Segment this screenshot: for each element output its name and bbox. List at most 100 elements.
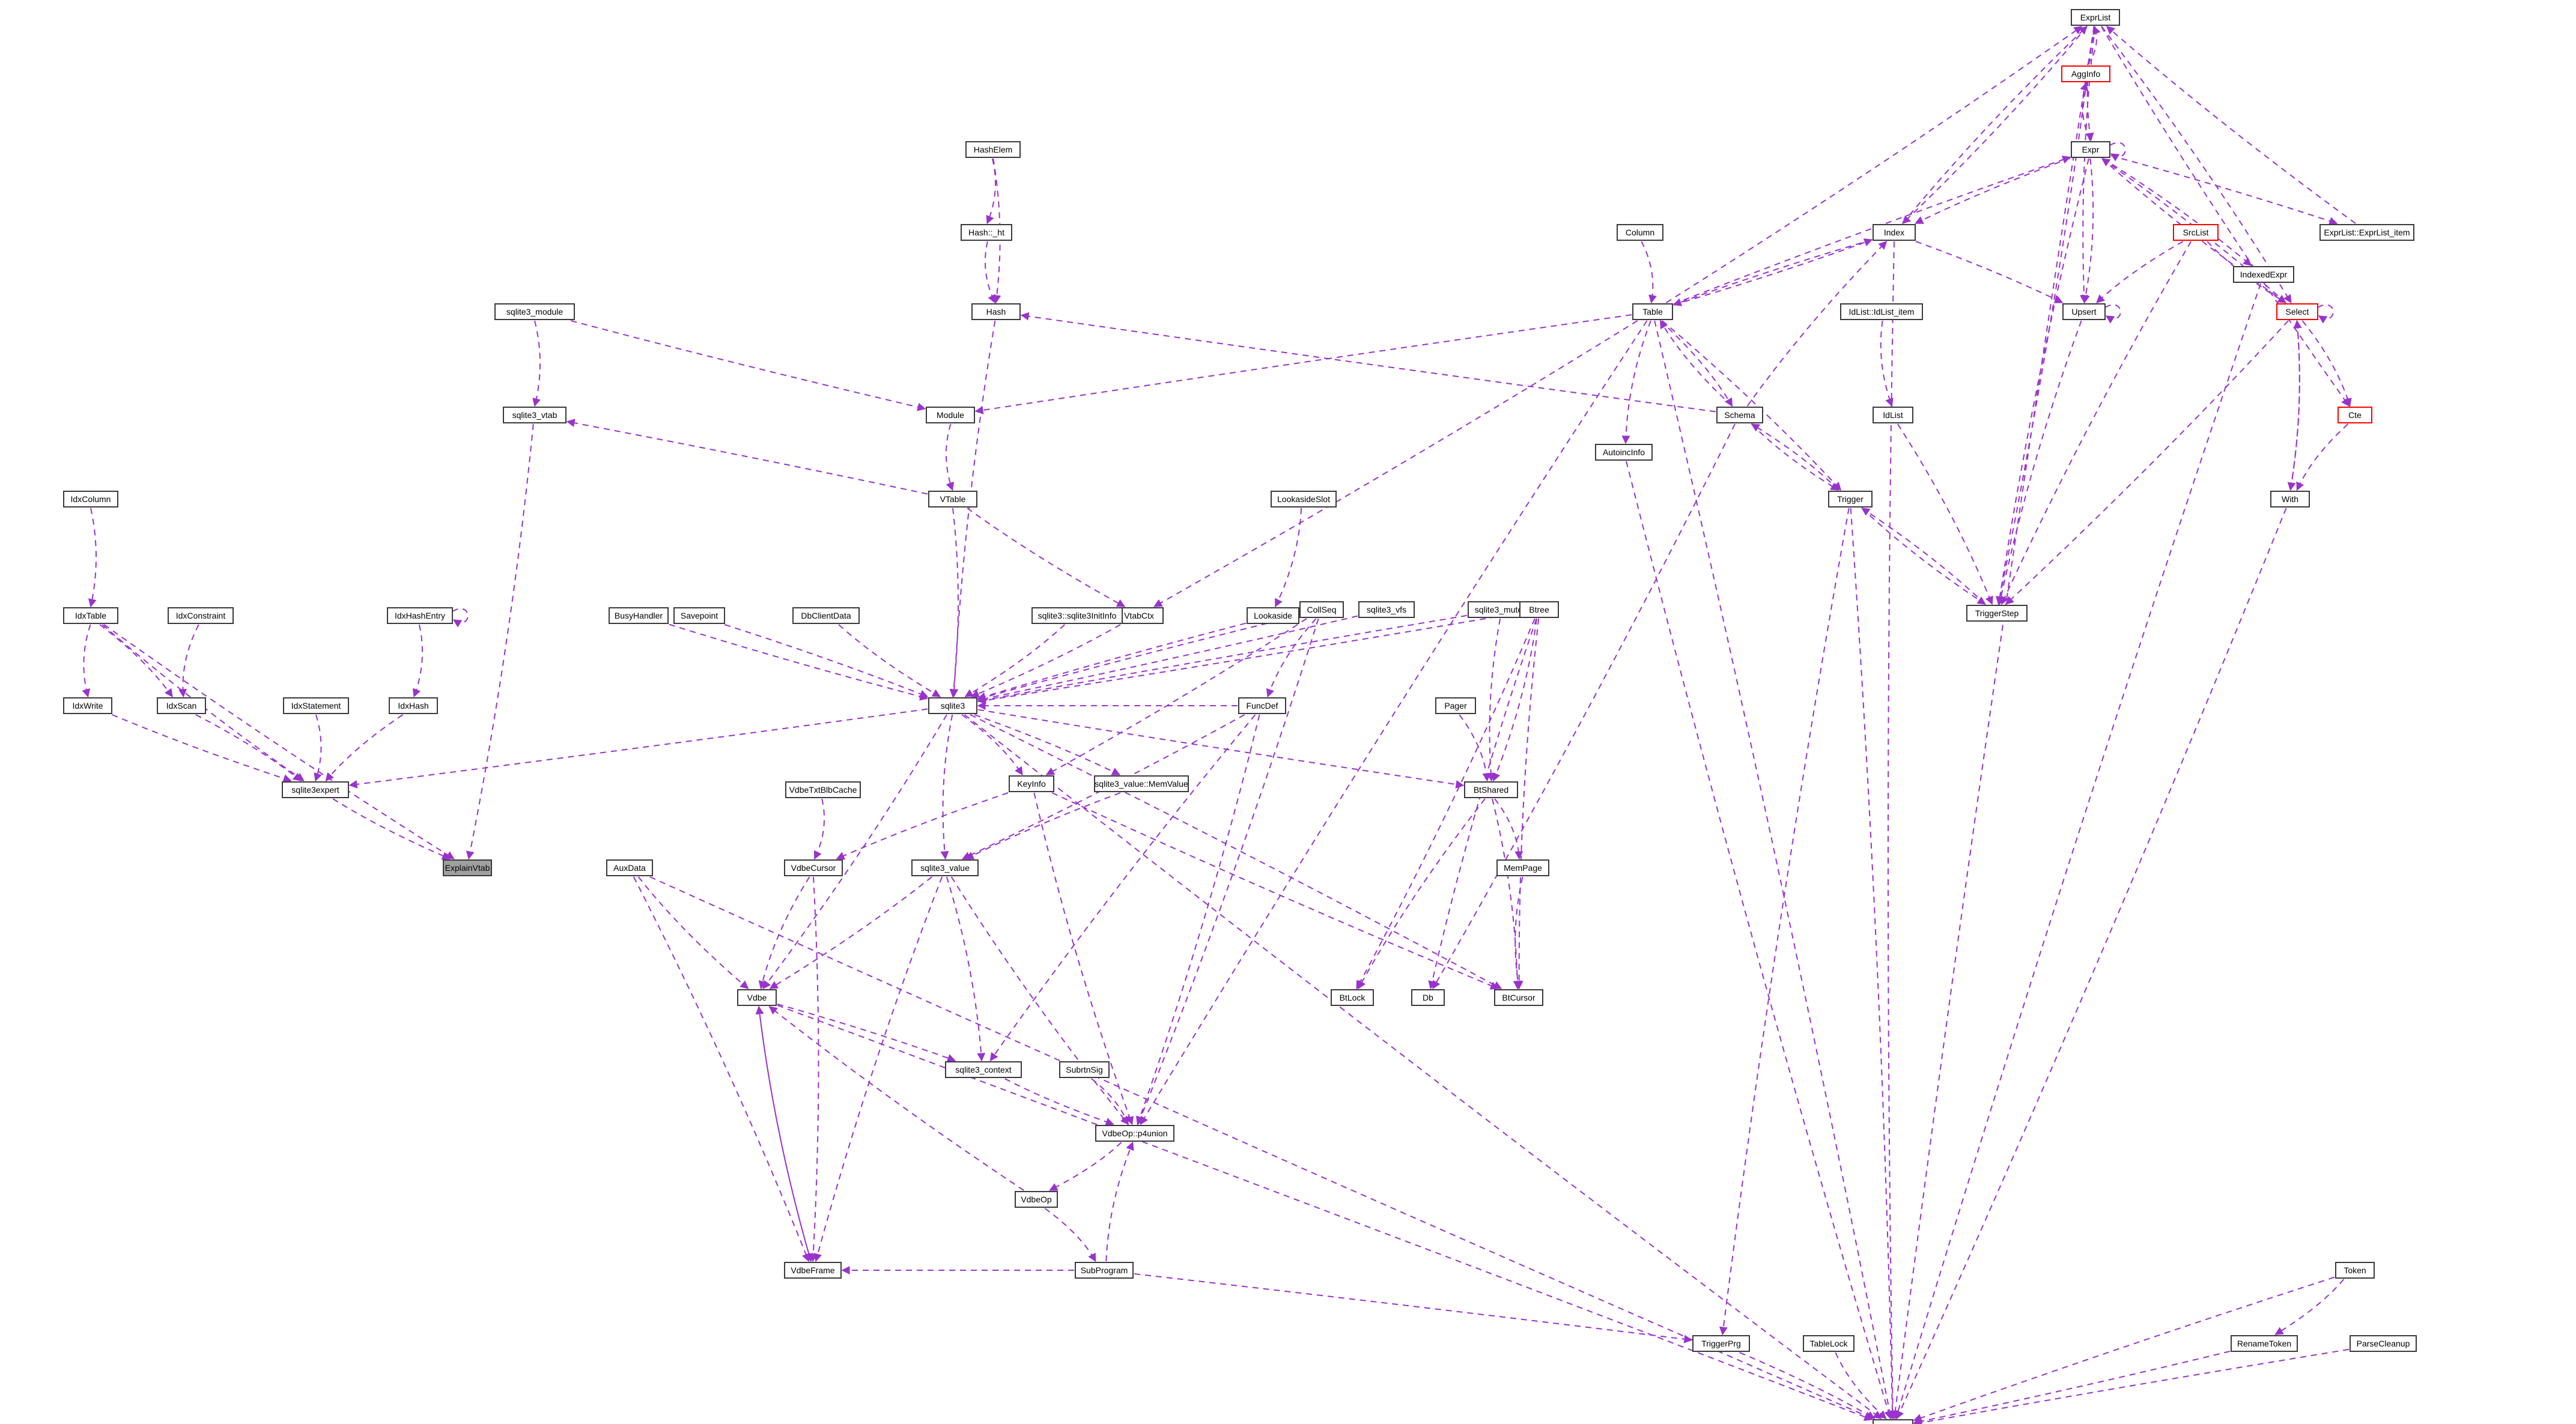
node-idxconstraint[interactable]: IdxConstraint (168, 607, 234, 624)
edge-token-to-renametoken (2274, 1279, 2345, 1335)
node-box (2071, 9, 2120, 26)
node-idlist-idlist-item[interactable]: IdList::IdList_item (1840, 303, 1923, 320)
node-idxstatement[interactable]: IdxStatement (283, 697, 349, 714)
node-box (1873, 1419, 1913, 1424)
node-idxhashentry[interactable]: IdxHashEntry (387, 607, 453, 624)
node-dbclientdata[interactable]: DbClientData (792, 607, 860, 624)
edge-idxscan-to-sqlite3expert (195, 714, 302, 781)
edge-exprlist-to-select (2101, 26, 2292, 304)
node-vdbeop[interactable]: VdbeOp (1015, 1191, 1058, 1208)
node-exprlist[interactable]: ExprList (2071, 9, 2120, 26)
node-idxscan[interactable]: IdxScan (157, 697, 206, 714)
edge-mempage-to-btcursor (1513, 876, 1523, 990)
node-hash-ht[interactable]: Hash::_ht (961, 224, 1012, 241)
node-vtable[interactable]: VTable (928, 491, 977, 507)
node-with[interactable]: With (2270, 491, 2310, 507)
node-schema[interactable]: Schema (1716, 407, 1763, 423)
node-table[interactable]: Table (1632, 303, 1673, 320)
node-token[interactable]: Token (2335, 1262, 2375, 1279)
node-indexedexpr[interactable]: IndexedExpr (2233, 266, 2294, 283)
node-expr[interactable]: Expr (2071, 141, 2110, 158)
node-sqlite3-context[interactable]: sqlite3_context (945, 1061, 1022, 1078)
node-module[interactable]: Module (926, 407, 975, 423)
node-vdbetxtblbcache[interactable]: VdbeTxtBlbCache (785, 781, 861, 798)
node-box (157, 697, 206, 714)
node-keyinfo[interactable]: KeyInfo (1009, 775, 1054, 792)
node-idxhash[interactable]: IdxHash (389, 697, 438, 714)
nodes: ExplainVtab sqlite3expert IdxTable IdxColum… (63, 9, 2417, 1424)
node-mempage[interactable]: MemPage (1496, 859, 1549, 876)
node-busyhandler[interactable]: BusyHandler (609, 607, 669, 624)
node-vdbeop-p4union[interactable]: VdbeOp::p4union (1095, 1125, 1174, 1142)
node-lookasideslot[interactable]: LookasideSlot (1271, 491, 1337, 507)
node-idxwrite[interactable]: IdxWrite (63, 697, 112, 714)
edge-schema-to-trigger (1751, 423, 1839, 491)
node-box (1873, 224, 1916, 241)
edge-idxtable-to-idxwrite (82, 624, 91, 698)
node-label: ParseCleanup (2357, 1339, 2410, 1348)
node-label: Lookaside (1254, 611, 1292, 620)
node-box (928, 491, 977, 507)
node-funcdef[interactable]: FuncDef (1238, 697, 1286, 714)
node-idlist[interactable]: IdList (1873, 407, 1913, 423)
node-auxdata[interactable]: AuxData (606, 859, 653, 876)
node-pager[interactable]: Pager (1435, 697, 1476, 714)
node-autoincinfo[interactable]: AutoincInfo (1595, 444, 1653, 461)
node-box (945, 1061, 1022, 1078)
node-vdbecursor[interactable]: VdbeCursor (784, 859, 843, 876)
node-explainvtab[interactable]: ExplainVtab (443, 859, 492, 876)
node-sqlite3expert[interactable]: sqlite3expert (282, 781, 349, 798)
node-hashelem[interactable]: HashElem (965, 141, 1021, 158)
node-box (494, 303, 575, 320)
node-btree[interactable]: Btree (1519, 601, 1559, 618)
node-vdbeframe[interactable]: VdbeFrame (784, 1262, 842, 1279)
node-label: ExprList (2080, 13, 2111, 22)
node-box (1247, 607, 1299, 624)
node-box (387, 607, 453, 624)
node-srclist[interactable]: SrcList (2173, 224, 2219, 241)
node-btshared[interactable]: BtShared (1464, 781, 1518, 798)
node-column[interactable]: Column (1617, 224, 1663, 241)
node-upsert[interactable]: Upsert (2062, 303, 2106, 320)
node-sqlite3-vfs[interactable]: sqlite3_vfs (1358, 601, 1415, 618)
node-sqlite3-value[interactable]: sqlite3_value (911, 859, 979, 876)
node-parsecleanup[interactable]: ParseCleanup (2350, 1335, 2417, 1352)
node-triggerprg[interactable]: TriggerPrg (1692, 1335, 1750, 1352)
node-parse[interactable]: Parse (1873, 1419, 1913, 1424)
node-collseq[interactable]: CollSeq (1299, 601, 1344, 618)
node-tablelock[interactable]: TableLock (1803, 1335, 1855, 1352)
node-idxcolumn[interactable]: IdxColumn (63, 491, 118, 507)
node-subrtnsig[interactable]: SubrtnSig (1059, 1061, 1110, 1078)
node-vdbe[interactable]: Vdbe (737, 989, 777, 1006)
edge-index-to-upsert (1915, 241, 2064, 303)
node-sqlite3-sqlite3initinfo[interactable]: sqlite3::sqlite3InitInfo (1031, 607, 1123, 624)
node-sqlite3-value-memvalue[interactable]: sqlite3_value::MemValue (1094, 775, 1189, 792)
node-idxtable[interactable]: IdxTable (63, 607, 118, 624)
node-sqlite3[interactable]: sqlite3 (928, 697, 977, 714)
node-select[interactable]: Select (2276, 303, 2318, 320)
node-sqlite3-module[interactable]: sqlite3_module (494, 303, 575, 320)
node-savepoint[interactable]: Savepoint (673, 607, 725, 624)
node-btcursor[interactable]: BtCursor (1494, 989, 1543, 1006)
node-btlock[interactable]: BtLock (1331, 989, 1374, 1006)
node-label: TriggerStep (1975, 608, 2019, 618)
edge-sqlite3-to-btshared (977, 709, 1465, 789)
node-exprlist-exprlist-item[interactable]: ExprList::ExprList_item (2319, 224, 2414, 241)
node-triggerstep[interactable]: TriggerStep (1966, 605, 2028, 622)
node-hash[interactable]: Hash (971, 303, 1021, 320)
node-db[interactable]: Db (1411, 989, 1445, 1006)
node-label: Table (1642, 307, 1663, 317)
node-box (606, 859, 653, 876)
node-vtabctx[interactable]: VtabCtx (1114, 607, 1164, 624)
node-renametoken[interactable]: RenameToken (2231, 1335, 2298, 1352)
edge-table-to-autoincinfo (1621, 320, 1651, 444)
node-subprogram[interactable]: SubProgram (1075, 1262, 1134, 1279)
node-index[interactable]: Index (1873, 224, 1916, 241)
node-lookaside[interactable]: Lookaside (1247, 607, 1299, 624)
node-sqlite3-vtab[interactable]: sqlite3_vtab (503, 407, 567, 423)
node-box (1966, 605, 2028, 622)
node-trigger[interactable]: Trigger (1828, 491, 1873, 507)
node-cte[interactable]: Cte (2338, 407, 2372, 423)
node-agginfo[interactable]: AggInfo (2061, 65, 2110, 82)
